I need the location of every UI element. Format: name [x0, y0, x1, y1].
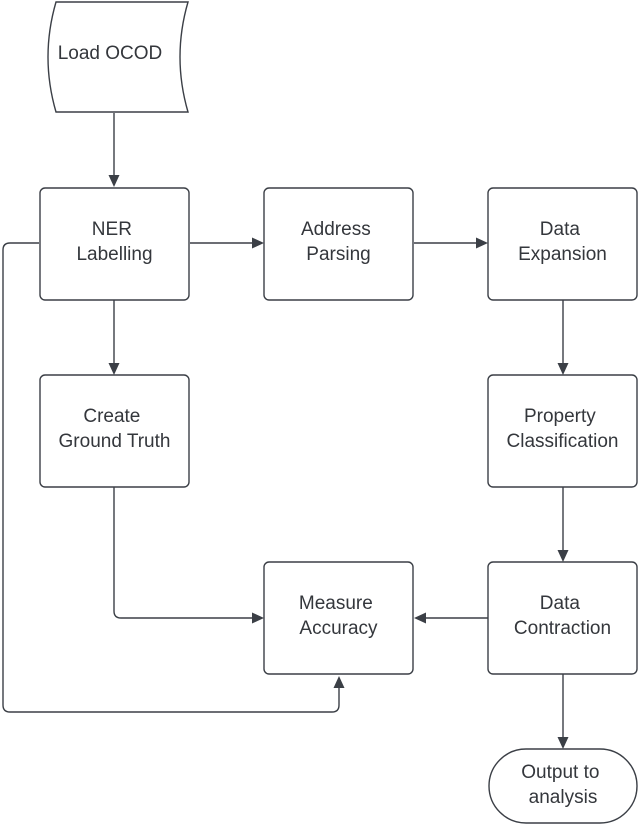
svg-text:NER Labelling: NER Labelling — [76, 219, 152, 265]
node-create-ground-truth-line-2: Ground Truth — [59, 431, 171, 452]
node-output-to-analysis[interactable]: Output to analysis — [488, 748, 638, 824]
node-address-parsing-line-1: Address — [301, 219, 371, 240]
arrowhead-ground-truth-to-accuracy — [252, 612, 264, 624]
node-output-to-analysis-line-1: Output to — [521, 762, 599, 783]
node-data-expansion-line-2: Expansion — [518, 244, 607, 265]
node-measure-accuracy-line-1: Measure — [299, 593, 373, 614]
svg-text:Property Classificatio: Property Classification — [507, 406, 619, 452]
node-property-classification[interactable]: Property Classification — [487, 374, 638, 488]
arrowhead-ner-to-accuracy — [333, 676, 345, 688]
arrowhead-contraction-to-accuracy — [414, 612, 426, 624]
node-ner-labelling-line-2: Labelling — [76, 244, 152, 265]
process-box — [263, 187, 414, 301]
process-box — [39, 374, 190, 488]
svg-text:Output to analysis: Output to analysis — [521, 762, 604, 808]
node-data-expansion[interactable]: Data Expansion — [487, 187, 638, 301]
svg-text:Data Expansion: Data Expansion — [518, 219, 607, 265]
svg-text:Create Ground Truth: Create Ground Truth — [59, 406, 171, 452]
svg-text:Load OCOD: Load OCOD — [58, 43, 163, 64]
connectors — [2, 113, 569, 749]
node-load-ocod-label: Load OCOD — [58, 43, 163, 64]
edge-ground-truth-to-accuracy — [113, 487, 254, 619]
arrowhead-ner-to-address — [252, 237, 264, 249]
node-create-ground-truth[interactable]: Create Ground Truth — [39, 374, 190, 488]
process-box — [39, 187, 190, 301]
node-ner-labelling[interactable]: NER Labelling — [39, 187, 190, 301]
terminator-shape — [488, 748, 638, 824]
node-load-ocod[interactable]: Load OCOD — [47, 1, 189, 113]
stored-data-shape — [47, 1, 189, 113]
node-property-classification-line-2: Classification — [507, 431, 619, 452]
arrowhead-load-to-ner — [108, 175, 120, 187]
arrowhead-ner-to-ground-truth — [108, 363, 120, 375]
arrowhead-expansion-to-classification — [557, 363, 569, 375]
node-output-to-analysis-line-2: analysis — [529, 787, 598, 808]
node-measure-accuracy[interactable]: Measure Accuracy — [263, 561, 414, 675]
node-data-contraction-line-1: Data — [540, 593, 581, 614]
node-data-expansion-line-1: Data — [540, 219, 581, 240]
process-box — [487, 561, 638, 675]
node-data-contraction[interactable]: Data Contraction — [487, 561, 638, 675]
node-address-parsing-line-2: Parsing — [306, 244, 370, 265]
process-box — [263, 561, 414, 675]
arrowhead-contraction-to-output — [557, 737, 569, 749]
node-property-classification-line-1: Property — [524, 406, 596, 427]
nodes: Load OCOD NER Labelling Address Parsing … — [39, 1, 638, 824]
arrowhead-address-to-expansion — [476, 237, 488, 249]
edge-ner-to-accuracy — [2, 242, 340, 713]
svg-text:Data Contraction: Data Contraction — [514, 593, 611, 639]
node-create-ground-truth-line-1: Create — [83, 406, 140, 427]
process-box — [487, 374, 638, 488]
node-data-contraction-line-2: Contraction — [514, 618, 611, 639]
node-ner-labelling-line-1: NER — [92, 219, 132, 240]
node-address-parsing[interactable]: Address Parsing — [263, 187, 414, 301]
node-measure-accuracy-line-2: Accuracy — [299, 618, 378, 639]
arrowhead-classification-to-contraction — [557, 550, 569, 562]
svg-text:Measure Accuracy: Measure Accuracy — [299, 593, 378, 639]
process-box — [487, 187, 638, 301]
svg-text:Address Parsing: Address Parsing — [301, 219, 376, 265]
